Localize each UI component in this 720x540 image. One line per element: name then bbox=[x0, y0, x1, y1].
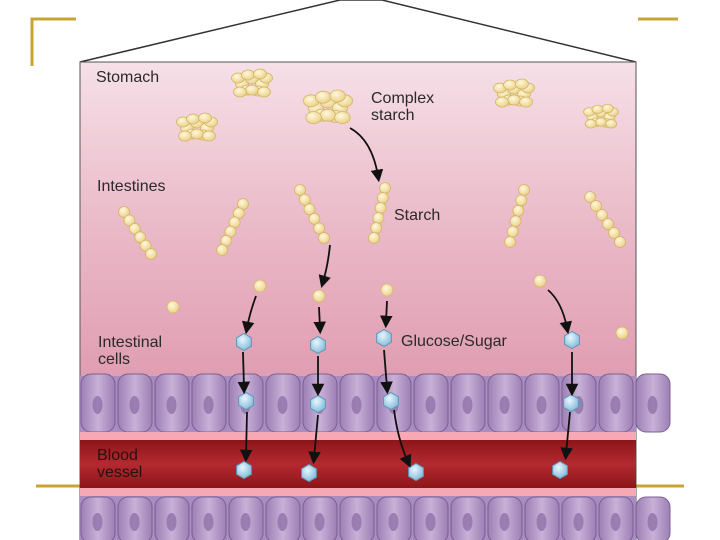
down-arrow bbox=[308, 414, 321, 465]
glucose-molecule bbox=[301, 463, 317, 483]
intestinal-cell bbox=[524, 373, 560, 433]
intestinal-cell-layer bbox=[80, 373, 671, 433]
intestinal-cell bbox=[117, 373, 153, 433]
house-frame-roof bbox=[79, 0, 637, 63]
intestinal-cell bbox=[117, 496, 153, 540]
down-arrow bbox=[560, 411, 573, 461]
intestinal-cell bbox=[80, 373, 116, 433]
intestinal-cell bbox=[339, 496, 375, 540]
intestinal-cell bbox=[339, 373, 375, 433]
down-arrow bbox=[380, 300, 393, 329]
label-intestinal-cells: Intestinal cells bbox=[98, 334, 163, 368]
down-arrow bbox=[349, 127, 384, 183]
starch-granule bbox=[166, 300, 180, 314]
glucose-molecule bbox=[236, 460, 252, 480]
lower-cell-layer bbox=[80, 496, 671, 540]
intestinal-cell bbox=[154, 373, 190, 433]
glucose-molecule bbox=[564, 330, 580, 350]
intestinal-cell bbox=[265, 496, 301, 540]
starch-granule bbox=[253, 279, 267, 293]
intestinal-cell bbox=[635, 496, 671, 540]
glucose-molecules bbox=[236, 328, 580, 483]
starch-chain bbox=[504, 184, 530, 248]
intestinal-cell bbox=[191, 373, 227, 433]
down-arrow bbox=[237, 351, 251, 395]
complex-starch-clusters bbox=[176, 68, 619, 142]
label-starch: Starch bbox=[394, 207, 441, 224]
intestinal-cell bbox=[154, 496, 190, 540]
label-blood-vessel: Blood vessel bbox=[97, 447, 143, 481]
down-arrow bbox=[380, 349, 393, 395]
glucose-molecule bbox=[383, 391, 399, 411]
intestinal-cell bbox=[524, 496, 560, 540]
starch-cluster bbox=[231, 68, 273, 98]
intestinal-cell bbox=[413, 373, 449, 433]
intestinal-cell bbox=[191, 496, 227, 540]
starch-chains bbox=[118, 182, 626, 260]
label-intestines: Intestines bbox=[97, 178, 166, 195]
intestinal-cell bbox=[413, 496, 449, 540]
glucose-molecule bbox=[238, 391, 254, 411]
intestinal-cell bbox=[302, 496, 338, 540]
starch-chain bbox=[294, 184, 330, 244]
label-complex-starch: Complex starch bbox=[371, 90, 435, 124]
slide-accent-lines bbox=[30, 17, 684, 488]
starch-granule bbox=[533, 274, 547, 288]
intestinal-cell bbox=[635, 373, 671, 433]
intestinal-cell bbox=[487, 496, 523, 540]
intestinal-cell bbox=[376, 496, 412, 540]
label-stomach: Stomach bbox=[96, 69, 160, 86]
down-arrow bbox=[313, 306, 326, 335]
intestinal-cell bbox=[487, 373, 523, 433]
intestinal-cell bbox=[265, 373, 301, 433]
down-arrow bbox=[393, 409, 412, 468]
starch-granule bbox=[615, 326, 629, 340]
intestinal-cell bbox=[598, 373, 634, 433]
glucose-molecule bbox=[376, 328, 392, 348]
starch-granule bbox=[312, 289, 326, 303]
glucose-molecule bbox=[236, 332, 252, 352]
blood-vessel bbox=[80, 432, 636, 496]
intestinal-cell bbox=[450, 373, 486, 433]
glucose-molecule bbox=[408, 462, 424, 482]
starch-chain bbox=[368, 182, 391, 244]
intestinal-cell bbox=[228, 496, 264, 540]
label-glucose-sugar: Glucose/Sugar bbox=[401, 333, 507, 350]
glucose-molecule bbox=[563, 393, 579, 413]
starch-cluster bbox=[583, 103, 619, 129]
down-arrow bbox=[239, 411, 253, 463]
starch-cluster bbox=[493, 78, 535, 108]
intestinal-cell bbox=[598, 496, 634, 540]
intestinal-cell bbox=[450, 496, 486, 540]
starch-granules bbox=[166, 274, 629, 340]
starch-chain bbox=[216, 198, 249, 256]
starch-granule bbox=[380, 283, 394, 297]
starch-cluster bbox=[176, 112, 218, 142]
down-arrow bbox=[547, 289, 572, 335]
glucose-molecule bbox=[310, 335, 326, 355]
down-arrow bbox=[318, 244, 331, 289]
starch-cluster bbox=[303, 89, 354, 124]
down-arrow bbox=[241, 295, 257, 335]
glucose-molecule bbox=[552, 460, 568, 480]
intestinal-cell bbox=[80, 496, 116, 540]
starch-chain bbox=[584, 191, 626, 248]
glucose-molecule bbox=[310, 394, 326, 414]
flow-arrows bbox=[237, 127, 579, 468]
starch-chain bbox=[118, 206, 157, 260]
intestinal-cell bbox=[561, 496, 597, 540]
